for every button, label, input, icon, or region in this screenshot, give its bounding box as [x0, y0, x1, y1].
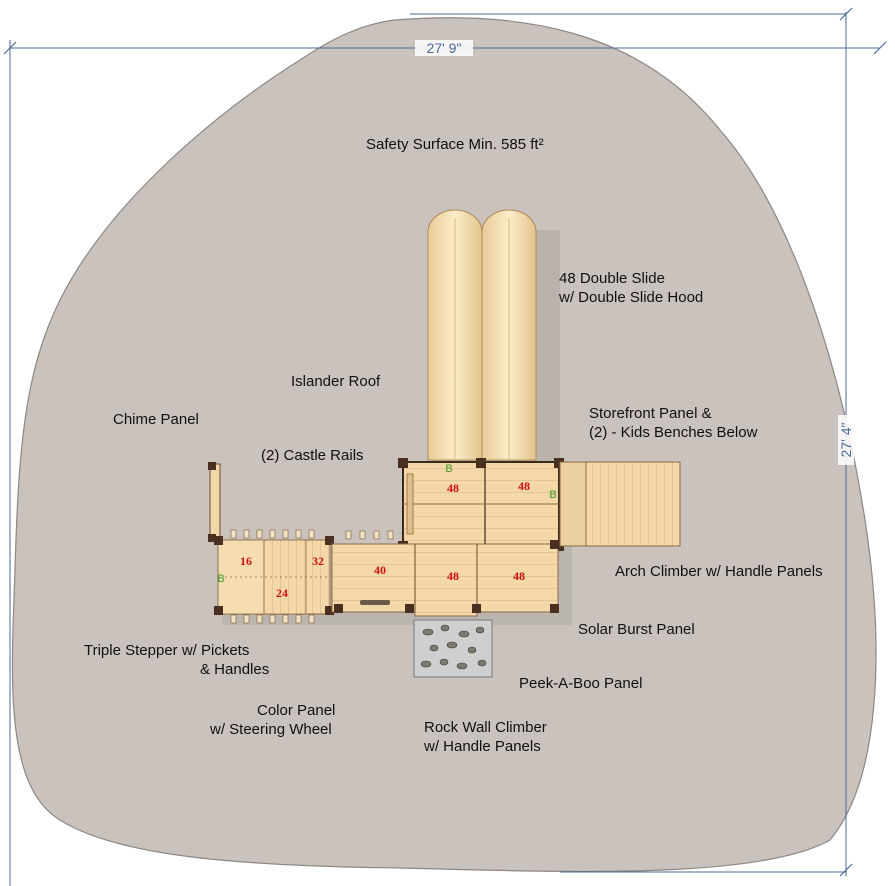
height-upper-right: 48: [518, 479, 530, 493]
bench-mark: B: [217, 573, 224, 585]
chime-panel-label: Chime Panel: [113, 411, 199, 428]
castle-rails: [345, 530, 394, 540]
height-stepper-32: 32: [312, 554, 324, 568]
height-deck-48-right: 48: [513, 569, 525, 583]
double-slide-label-line2: w/ Double Slide Hood: [559, 289, 704, 306]
double-slide: [427, 209, 537, 461]
double-slide-label-line1: 48 Double Slide: [559, 270, 665, 287]
peek-a-boo-label: Peek-A-Boo Panel: [519, 675, 643, 692]
castle-rails-label: (2) Castle Rails: [261, 447, 364, 464]
rock-wall-climber: [413, 619, 493, 678]
height-deck-48-center: 48: [447, 569, 459, 583]
bench-mark: B: [549, 489, 556, 501]
storefront-label-line1: Storefront Panel &: [589, 405, 712, 422]
islander-roof-label: Islander Roof: [291, 373, 381, 390]
height-label: 27' 4": [838, 423, 854, 458]
arch-climber: [559, 461, 681, 547]
height-upper-left: 48: [447, 481, 459, 495]
width-dimension: 27' 9": [3, 40, 887, 886]
chime-panel: [208, 462, 221, 542]
height-stepper-24: 24: [276, 586, 288, 600]
height-deck-40: 40: [374, 563, 386, 577]
solar-burst-label: Solar Burst Panel: [578, 621, 695, 638]
width-label: 27' 9": [427, 40, 462, 56]
height-stepper-16: 16: [240, 554, 252, 568]
safety-surface-label: Safety Surface Min. 585 ft²: [366, 136, 544, 153]
color-panel-label-line2: w/ Steering Wheel: [210, 721, 332, 738]
triple-stepper-label-line2: & Handles: [200, 661, 270, 678]
arch-climber-label: Arch Climber w/ Handle Panels: [615, 563, 823, 580]
lower-decks: [331, 540, 559, 617]
rock-wall-label-line1: Rock Wall Climber: [424, 719, 547, 736]
rock-wall-label-line2: w/ Handle Panels: [424, 738, 541, 755]
triple-stepper-label-line1: Triple Stepper w/ Pickets: [84, 642, 250, 659]
upper-deck: [398, 458, 564, 551]
color-panel-label-line1: Color Panel: [257, 702, 336, 719]
height-dimension: 27' 4": [410, 7, 854, 877]
storefront-label-line2: (2) - Kids Benches Below: [589, 424, 758, 441]
triple-stepper: [214, 529, 334, 624]
bench-mark: B: [445, 463, 452, 475]
